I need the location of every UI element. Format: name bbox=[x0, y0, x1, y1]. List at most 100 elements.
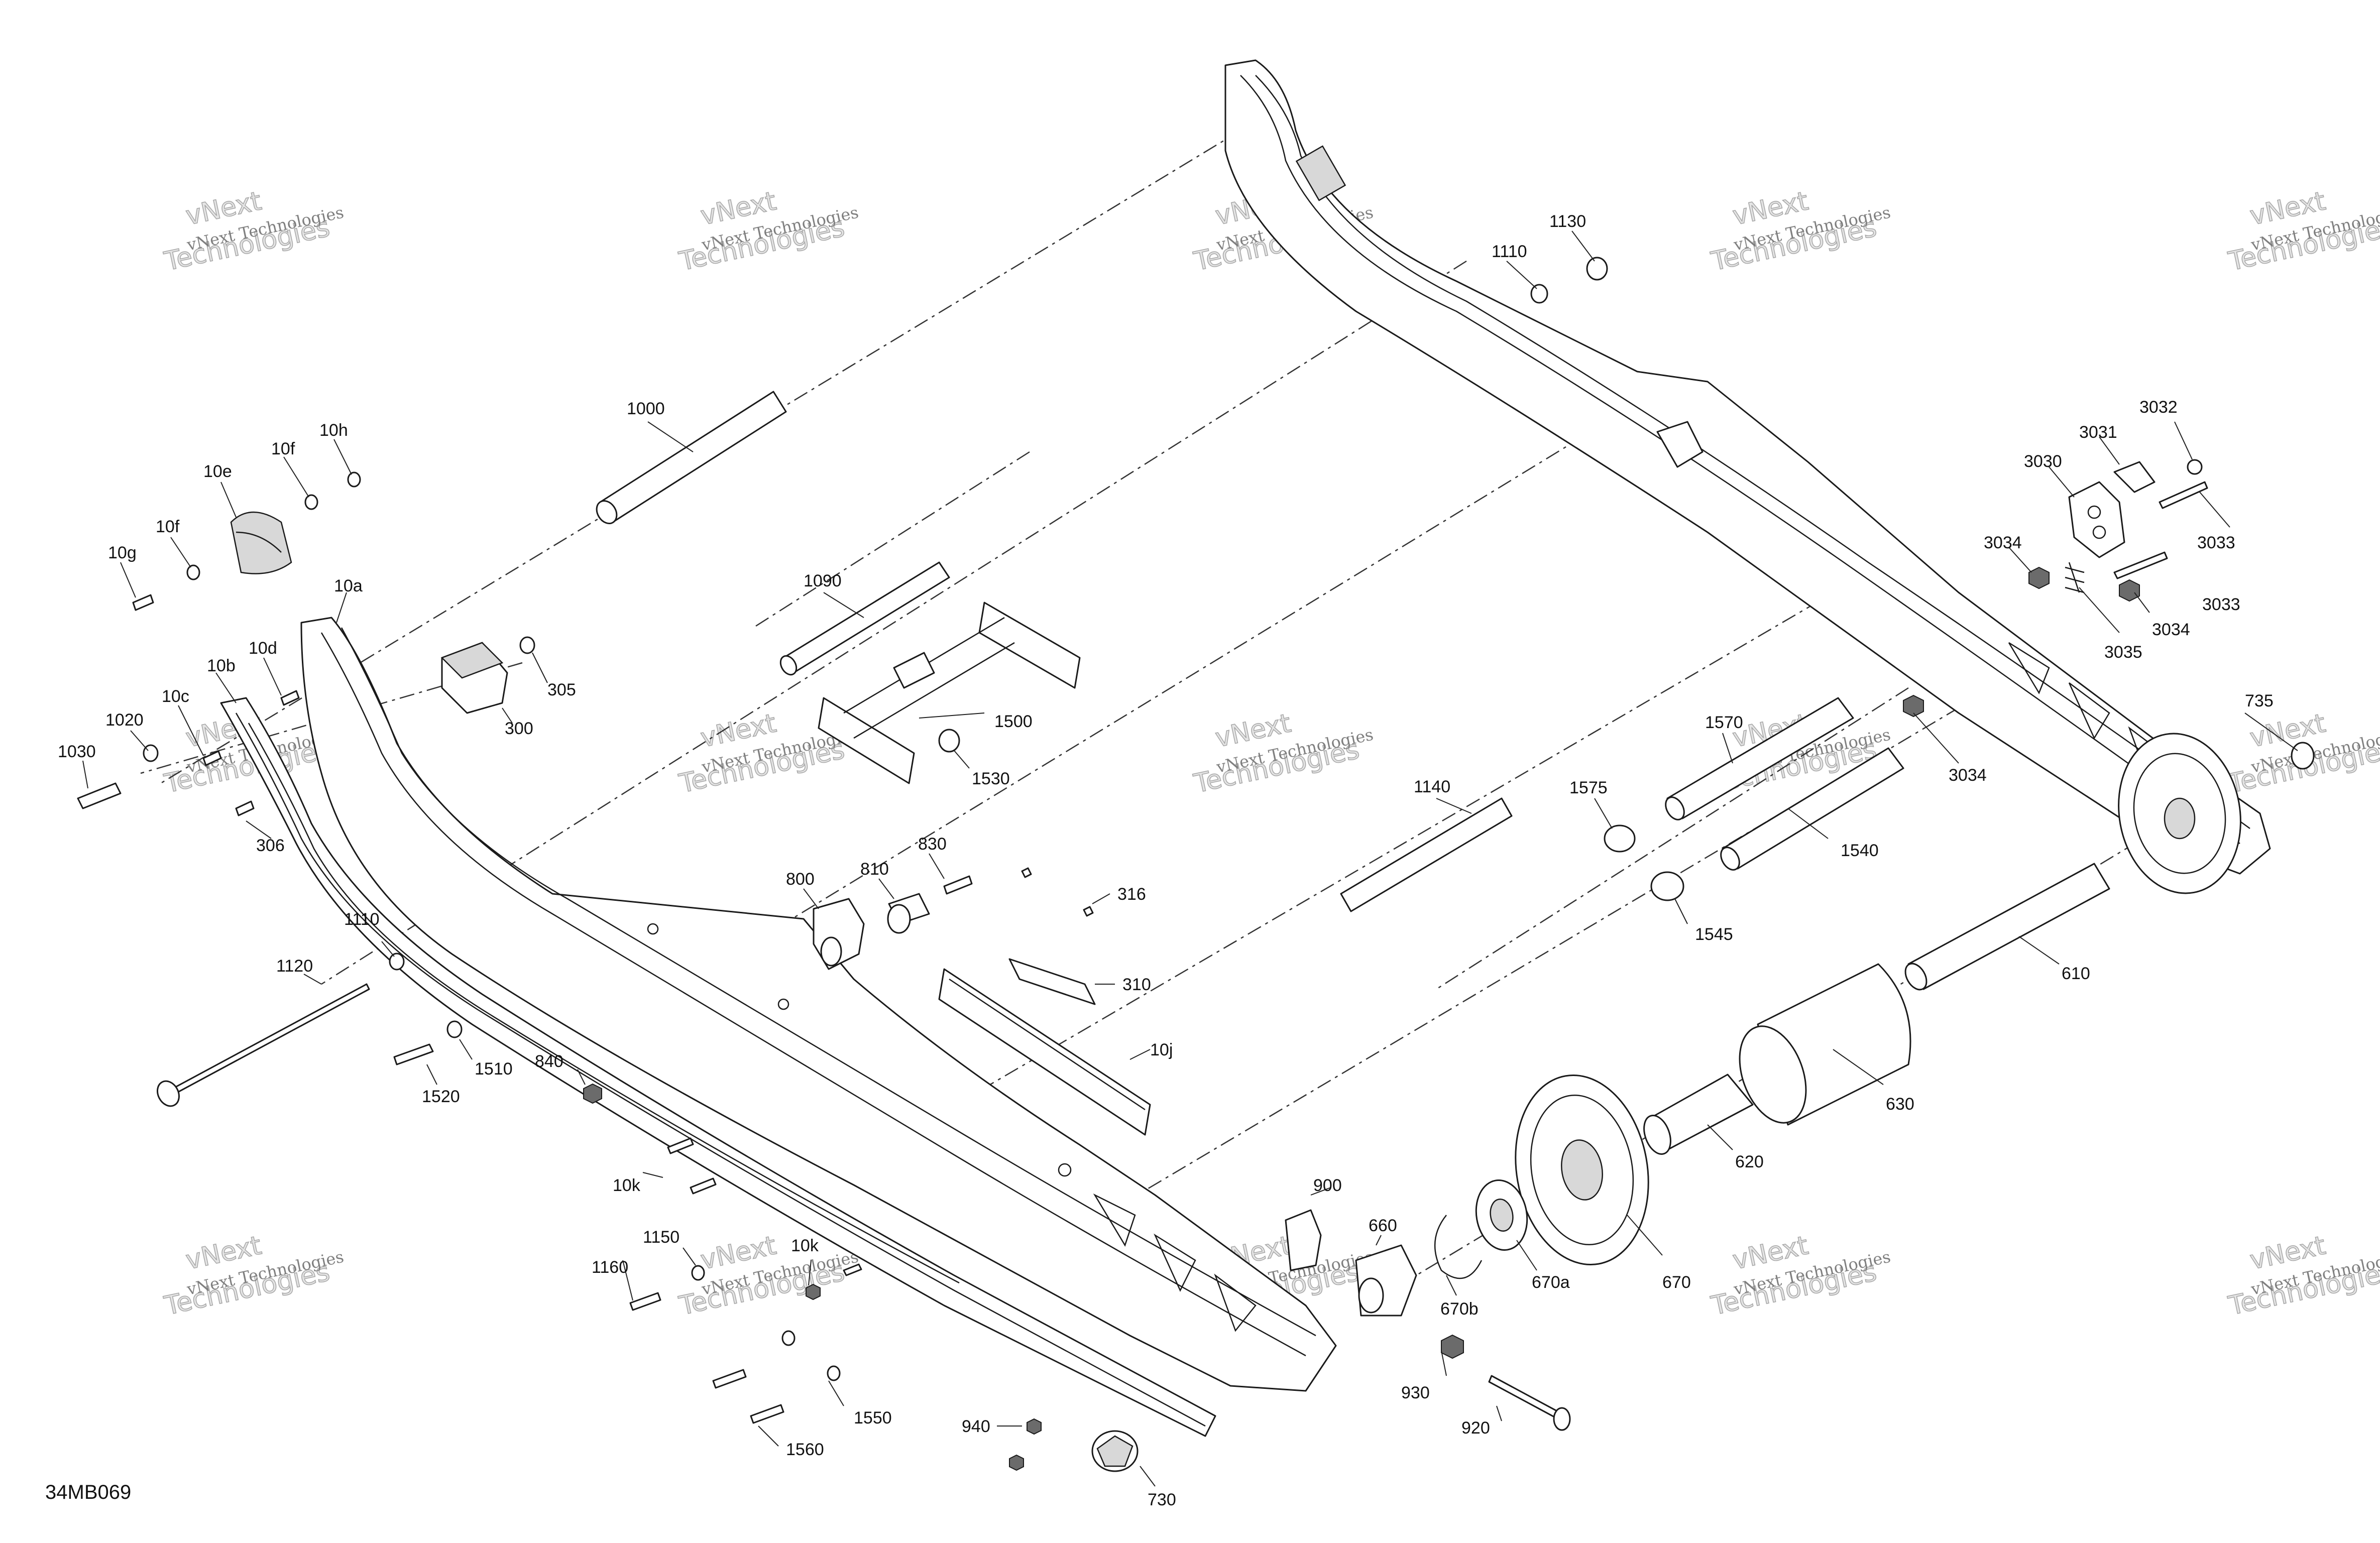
left-rail-inner-line-2 bbox=[341, 627, 1316, 1337]
left-rail-inner-line-1 bbox=[320, 632, 1306, 1357]
axle-610 bbox=[1904, 863, 2110, 991]
label-10k-b: 10k bbox=[791, 1236, 819, 1255]
label-930: 930 bbox=[1401, 1383, 1430, 1402]
left-slide-groove bbox=[235, 713, 1206, 1427]
left-rail-hole-3 bbox=[647, 923, 659, 935]
label-1120: 1120 bbox=[276, 957, 313, 976]
label-3033-b: 3033 bbox=[2202, 595, 2240, 614]
bolt-3033a bbox=[2159, 481, 2208, 509]
left-rail-cutout-2 bbox=[1154, 1233, 1196, 1292]
shaft-1140 bbox=[1340, 797, 1513, 912]
screw-316 bbox=[1083, 906, 1094, 917]
screw-10g bbox=[132, 594, 154, 611]
bolt-830 bbox=[943, 875, 973, 895]
label-1110-top: 1110 bbox=[1492, 242, 1527, 261]
label-3030: 3030 bbox=[2024, 452, 2062, 471]
part-labels: 1000 1090 1110 1130 3031 3032 3030 3033 … bbox=[58, 212, 2274, 1509]
label-10h: 10h bbox=[319, 421, 348, 440]
right-rail-bracket bbox=[1656, 421, 1704, 468]
label-3034-b: 3034 bbox=[2152, 620, 2190, 639]
bolt-lower bbox=[712, 1369, 747, 1389]
screw-306 bbox=[235, 800, 255, 816]
label-306: 306 bbox=[256, 836, 285, 855]
label-900: 900 bbox=[1313, 1176, 1342, 1195]
bar-310 bbox=[1008, 958, 1096, 1005]
label-660: 660 bbox=[1369, 1216, 1397, 1235]
bushing-1545 bbox=[1650, 871, 1684, 901]
label-730: 730 bbox=[1148, 1490, 1176, 1509]
left-rail-hole-2 bbox=[777, 998, 789, 1010]
nut-1130 bbox=[1586, 257, 1608, 281]
washer-1510 bbox=[446, 1020, 463, 1038]
nut-10k bbox=[806, 1283, 821, 1300]
nut-930 bbox=[1441, 1334, 1464, 1359]
screw-upper bbox=[1021, 867, 1032, 878]
right-rail-inner-line-1 bbox=[1240, 75, 2240, 845]
nut-3034b bbox=[2119, 579, 2140, 602]
washer-1110a bbox=[1530, 284, 1548, 304]
right-rail-cutout-2 bbox=[2068, 682, 2110, 740]
sleeve-620 bbox=[1643, 1074, 1754, 1155]
label-1160: 1160 bbox=[592, 1258, 628, 1277]
label-1150: 1150 bbox=[643, 1228, 679, 1247]
label-940: 940 bbox=[962, 1417, 990, 1436]
adjuster-3031 bbox=[2113, 461, 2156, 493]
shaft-end bbox=[596, 500, 618, 524]
label-620: 620 bbox=[1735, 1152, 1764, 1171]
block-800 bbox=[813, 898, 865, 970]
screw-10d bbox=[280, 690, 300, 706]
label-630: 630 bbox=[1886, 1095, 1914, 1114]
wheel-735 bbox=[2118, 733, 2315, 894]
shaft-1540 bbox=[1720, 747, 1904, 871]
label-316: 316 bbox=[1117, 885, 1146, 904]
label-1110-left: 1110 bbox=[344, 910, 380, 929]
spacer-630 bbox=[1739, 963, 1911, 1126]
bearing-670a bbox=[1475, 1179, 1528, 1251]
washer-10f bbox=[186, 564, 200, 580]
label-670: 670 bbox=[1662, 1273, 1691, 1292]
screw-10k-a bbox=[667, 1137, 694, 1154]
screw-10k-b bbox=[690, 1177, 717, 1195]
bolt-1030 bbox=[77, 782, 122, 809]
label-10a: 10a bbox=[334, 576, 363, 596]
label-800: 800 bbox=[786, 870, 815, 889]
label-1530: 1530 bbox=[972, 769, 1010, 788]
left-slide-groove-2 bbox=[248, 723, 960, 1284]
label-305: 305 bbox=[547, 680, 576, 699]
label-3034-c: 3034 bbox=[1949, 766, 1987, 785]
watermark-11: vNext Technologies vNext Technologies bbox=[161, 1230, 346, 1322]
label-1140: 1140 bbox=[1414, 777, 1450, 796]
label-810: 810 bbox=[860, 860, 889, 879]
right-rail-cutout-1 bbox=[2008, 642, 2050, 694]
label-3033-a: 3033 bbox=[2197, 533, 2235, 552]
left-rail-cutout-1 bbox=[1093, 1193, 1136, 1247]
watermark-14: vNext Technologies vNext Technologies bbox=[1708, 1230, 1892, 1322]
pin-3032 bbox=[2187, 459, 2203, 475]
watermark-1: vNext Technologies vNext Technologies bbox=[161, 186, 346, 278]
watermark-8: vNext Technologies vNext Technologies bbox=[1191, 708, 1375, 800]
label-920: 920 bbox=[1461, 1418, 1490, 1438]
block-660 bbox=[1355, 1244, 1417, 1317]
bushing-1530 bbox=[938, 729, 960, 753]
label-1560: 1560 bbox=[786, 1440, 824, 1459]
label-1570: 1570 bbox=[1705, 713, 1743, 732]
label-10f: 10f bbox=[156, 517, 180, 536]
label-1520: 1520 bbox=[422, 1087, 460, 1106]
nut-840 bbox=[583, 1083, 602, 1104]
spring-3035 bbox=[2065, 562, 2085, 594]
label-10c: 10c bbox=[162, 687, 189, 706]
label-670a: 670a bbox=[1532, 1273, 1570, 1292]
label-1500: 1500 bbox=[994, 712, 1033, 731]
washer-1110b bbox=[389, 953, 405, 971]
label-10g: 10g bbox=[108, 543, 137, 562]
label-3034-a: 3034 bbox=[1984, 533, 2022, 552]
bolt-920 bbox=[1488, 1375, 1571, 1431]
left-slide bbox=[220, 697, 1216, 1437]
bolt-1520 bbox=[393, 1043, 434, 1065]
wheel-670 bbox=[1515, 1075, 1649, 1265]
watermark-15: vNext Technologies vNext Technologies bbox=[2225, 1230, 2380, 1322]
leader-lines bbox=[82, 230, 2298, 1487]
wheel-735-cap bbox=[2291, 742, 2315, 770]
label-10d: 10d bbox=[249, 639, 277, 658]
